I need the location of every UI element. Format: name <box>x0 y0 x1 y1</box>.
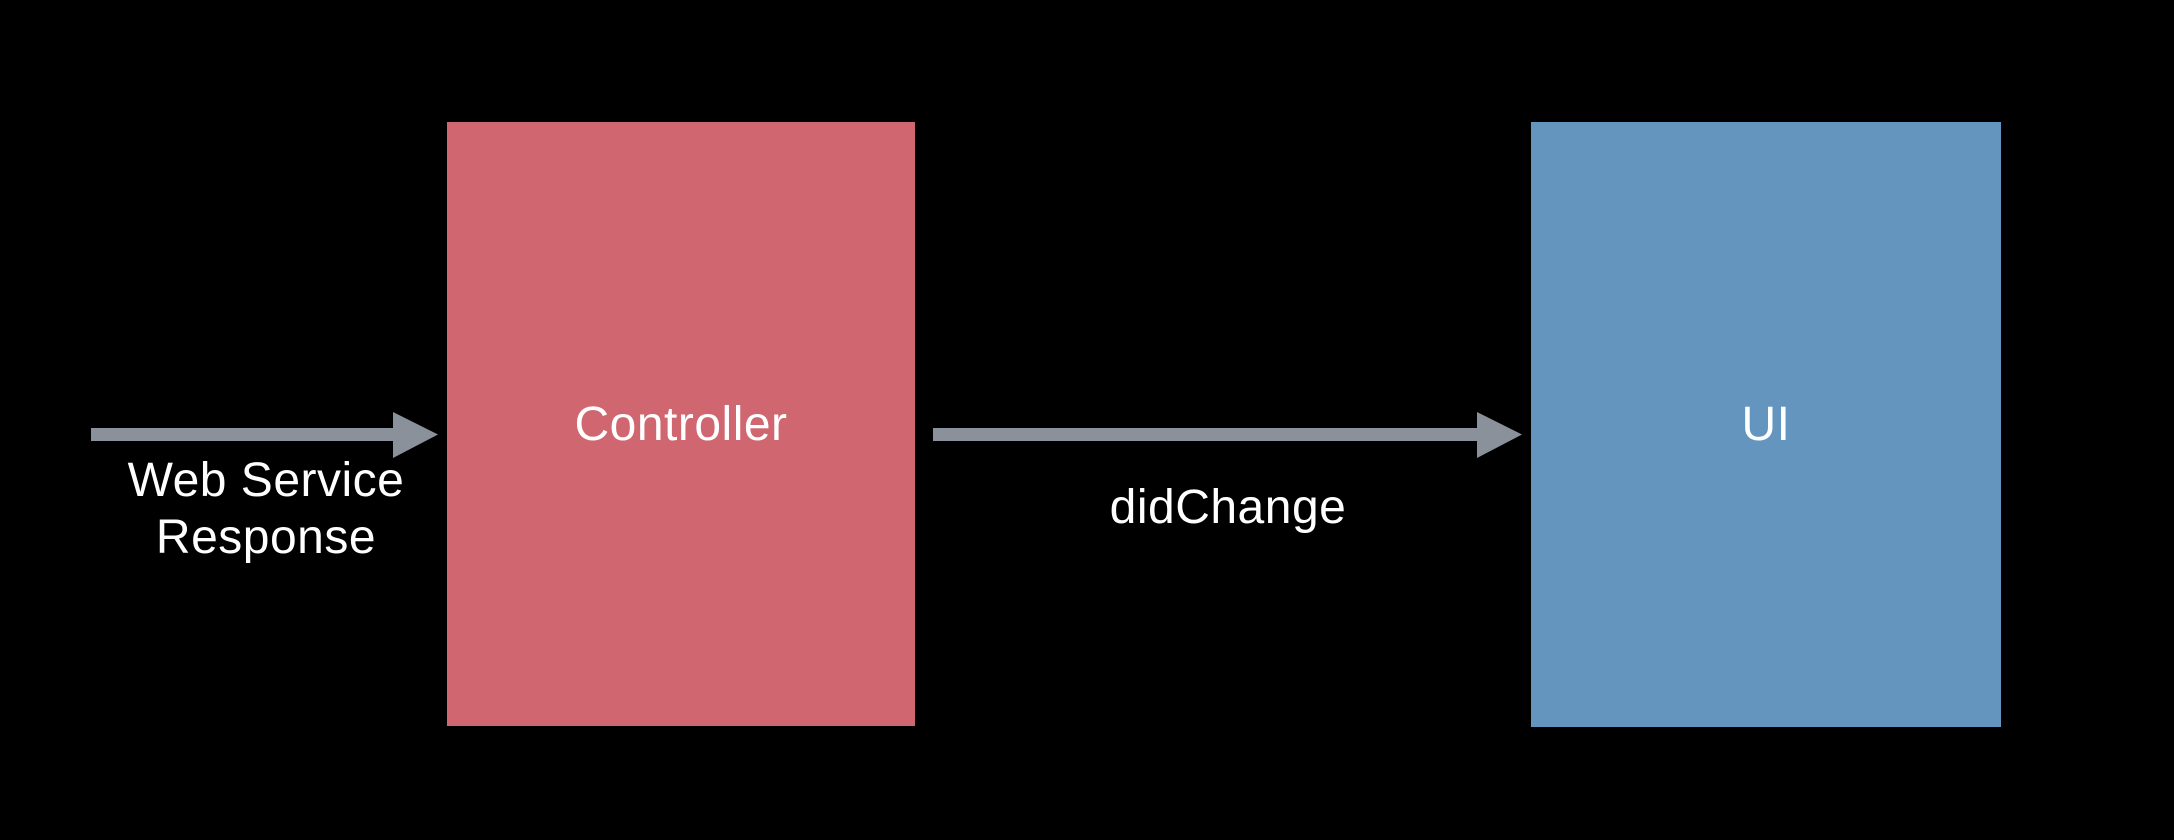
web-service-response-arrow <box>91 412 438 458</box>
did-change-arrow <box>933 412 1522 458</box>
controller-node-label: Controller <box>574 397 788 451</box>
did-change-arrow-shaft <box>933 428 1477 441</box>
ui-node-label: UI <box>1741 398 1791 451</box>
did-change-label: didChange <box>1109 481 1347 534</box>
web-service-response-arrow-shaft <box>91 428 393 441</box>
web-service-response-arrowhead-icon <box>393 412 438 458</box>
ui-node: UI <box>1531 122 2001 727</box>
web-service-response-label-line2: Response <box>155 511 377 564</box>
did-change-arrowhead-icon <box>1477 412 1522 458</box>
web-service-response-label: Web Service Response <box>90 452 442 566</box>
controller-node: Controller <box>447 122 915 726</box>
web-service-response-label-line1: Web Service <box>127 454 405 507</box>
